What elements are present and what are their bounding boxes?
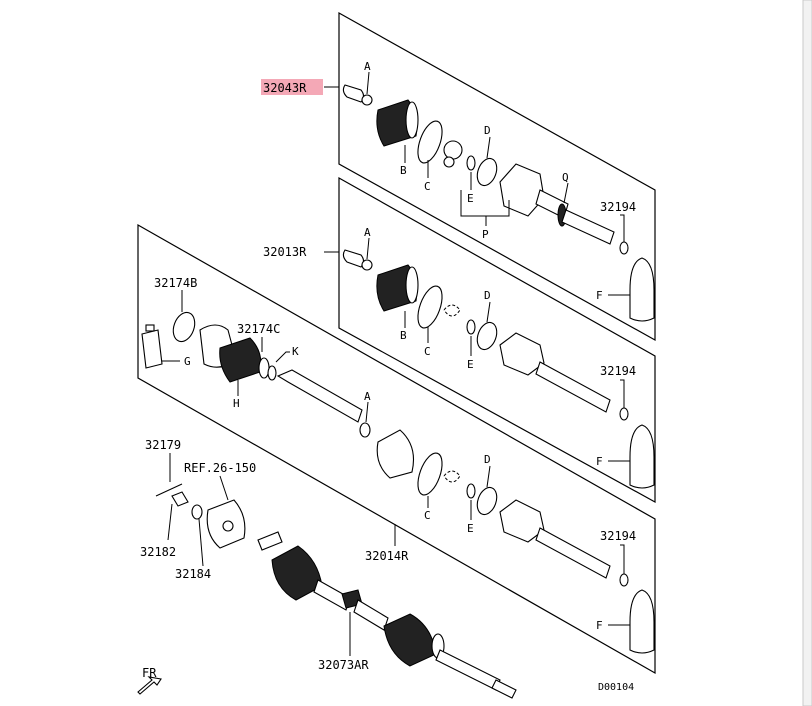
letter-P: P	[482, 228, 489, 241]
letter-K: K	[292, 345, 299, 358]
letter-F1: F	[596, 289, 603, 302]
letter-A1: A	[364, 60, 371, 73]
letter-F2: F	[596, 455, 603, 468]
part-label-32184[interactable]: 32184	[175, 567, 211, 581]
part-label-32174B[interactable]: 32174B	[154, 276, 197, 290]
part-label-32194-2[interactable]: 32194	[600, 364, 636, 378]
assembly-32013R: A B C E D 32194 F	[342, 226, 655, 489]
letter-E1: E	[467, 192, 474, 205]
hub-parts: 32179 REF.26-150 32182 32184	[140, 438, 256, 581]
frame-32043R	[338, 11, 656, 342]
ref-label[interactable]: REF.26-150	[184, 461, 256, 475]
part-label-32014R[interactable]: 32014R	[365, 549, 409, 563]
assembly-32014R: 32174B G H 32174C K A C E	[141, 276, 655, 654]
letter-F3: F	[596, 619, 603, 632]
letter-E3: E	[467, 522, 474, 535]
letter-A2: A	[364, 226, 371, 239]
letter-H: H	[233, 397, 240, 410]
letter-D3: D	[484, 453, 491, 466]
part-label-32194-1[interactable]: 32194	[600, 200, 636, 214]
part-label-32073AR[interactable]: 32073AR	[318, 658, 369, 672]
letter-C2: C	[424, 345, 431, 358]
highlight-32043R	[261, 79, 323, 95]
diagram-code: D00104	[598, 682, 634, 693]
frame-32014R	[137, 223, 656, 675]
part-label-32182[interactable]: 32182	[140, 545, 176, 559]
frame-32013R	[338, 176, 656, 504]
letter-D2: D	[484, 289, 491, 302]
driveshaft-32073AR: 32073AR	[257, 531, 517, 699]
letter-E2: E	[467, 358, 474, 371]
part-label-32179[interactable]: 32179	[145, 438, 181, 452]
letter-B1: B	[400, 164, 407, 177]
part-label-32194-3[interactable]: 32194	[600, 529, 636, 543]
letter-Q: Q	[562, 171, 569, 184]
letter-A3: A	[364, 390, 371, 403]
scrollbar[interactable]	[802, 0, 812, 706]
letter-C1: C	[424, 180, 431, 193]
letter-D1: D	[484, 124, 491, 137]
letter-G: G	[184, 355, 191, 368]
letter-C3: C	[424, 509, 431, 522]
front-arrow-icon	[137, 676, 162, 695]
part-label-32013R[interactable]: 32013R	[263, 245, 307, 259]
assembly-32043R: A B C E D Q P 32194	[342, 60, 655, 322]
part-label-32043R[interactable]: 32043R	[263, 81, 307, 95]
letter-B2: B	[400, 329, 407, 342]
fr-label: FR	[142, 666, 157, 680]
part-label-32174C[interactable]: 32174C	[237, 322, 280, 336]
